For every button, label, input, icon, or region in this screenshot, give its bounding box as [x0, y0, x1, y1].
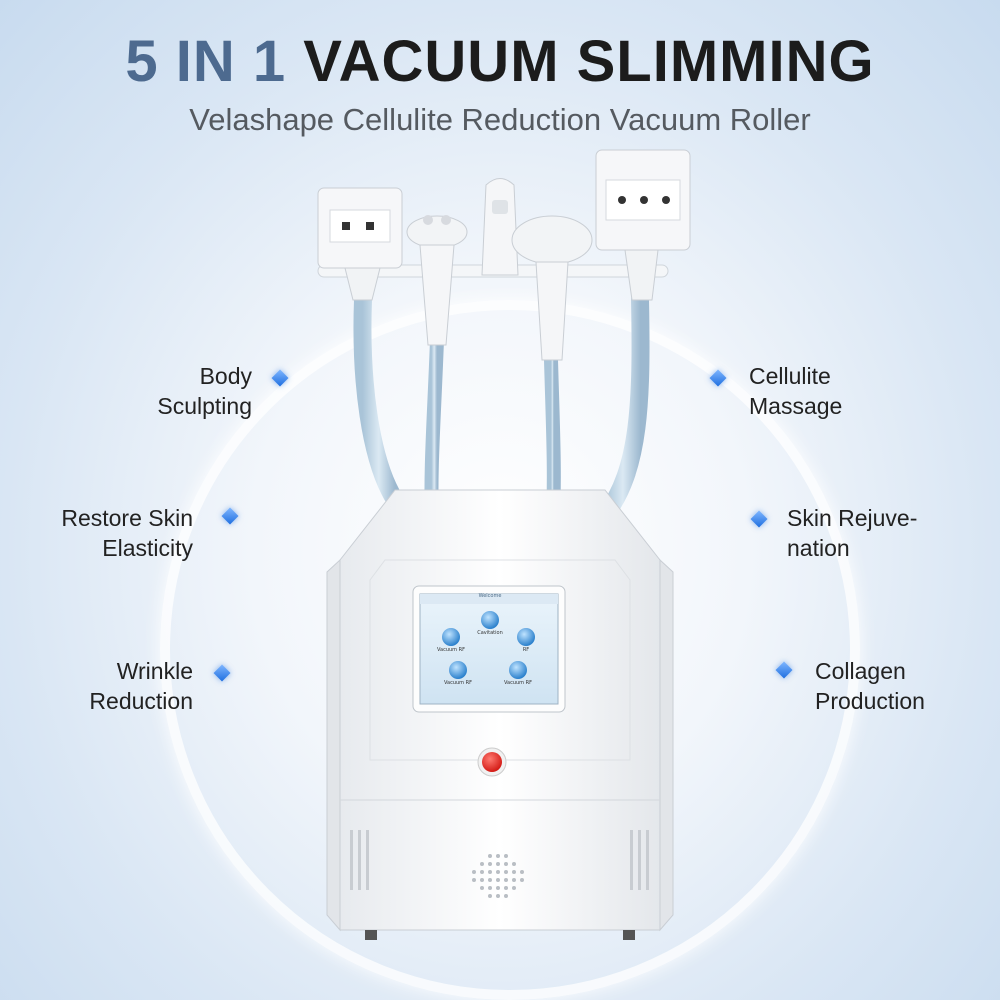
feature-line: Restore Skin	[61, 505, 193, 531]
feature-restore-skin-elasticity: Restore Skin Elasticity	[61, 503, 193, 563]
feature-skin-rejuvenation: Skin Rejuve- nation	[787, 503, 917, 563]
feature-wrinkle-reduction: Wrinkle Reduction	[89, 656, 193, 716]
menu-icon-cavitation	[481, 611, 499, 629]
menu-icon-vacuum-rf-2	[449, 661, 467, 679]
feature-line: Wrinkle	[116, 658, 193, 684]
feature-collagen-production: Collagen Production	[815, 656, 925, 716]
feature-line: Skin Rejuve-	[787, 505, 918, 531]
feature-line: Massage	[749, 393, 843, 419]
feature-line: Body	[199, 363, 252, 389]
feature-body-sculpting: Body Sculpting	[157, 361, 252, 421]
screen-label-cavitation[interactable]: Cavitation	[477, 630, 503, 636]
title-main: VACUUM SLIMMING	[303, 29, 875, 94]
feature-line: nation	[787, 535, 850, 561]
rf-handle	[419, 244, 455, 346]
background-arc	[160, 300, 860, 1000]
hose-5	[596, 291, 650, 524]
page-subtitle: Velashape Cellulite Reduction Vacuum Rol…	[189, 102, 811, 137]
feature-line: Collagen	[815, 658, 906, 684]
feature-line: Reduction	[89, 688, 193, 714]
screen-label-rf[interactable]: RF	[522, 647, 530, 653]
feature-line: Cellulite	[749, 363, 831, 389]
feature-line: Production	[815, 688, 925, 714]
menu-icon-vacuum-rf-1	[442, 628, 460, 646]
screen-label-vacuum-rf-2[interactable]: Vacuum RF	[444, 680, 472, 686]
screen-label-vacuum-rf-3[interactable]: Vacuum RF	[504, 680, 532, 686]
speaker-grille	[472, 854, 524, 898]
page-title: 5 IN 1 VACUUM SLIMMING	[0, 28, 1000, 95]
feature-line: Sculpting	[157, 393, 252, 419]
hose-1	[353, 291, 404, 509]
power-button	[482, 752, 502, 772]
menu-icon-vacuum-rf-3	[509, 661, 527, 679]
probe-handle	[481, 178, 519, 276]
feature-line: Elasticity	[102, 535, 193, 561]
screen-label-vacuum-rf-1[interactable]: Vacuum RF	[437, 647, 465, 653]
feature-cellulite-massage: Cellulite Massage	[749, 361, 842, 421]
screen-header-text: Welcome	[478, 593, 502, 599]
menu-icon-rf	[517, 628, 535, 646]
cavitation-handle	[535, 261, 569, 361]
title-accent: 5 IN 1	[125, 29, 287, 94]
